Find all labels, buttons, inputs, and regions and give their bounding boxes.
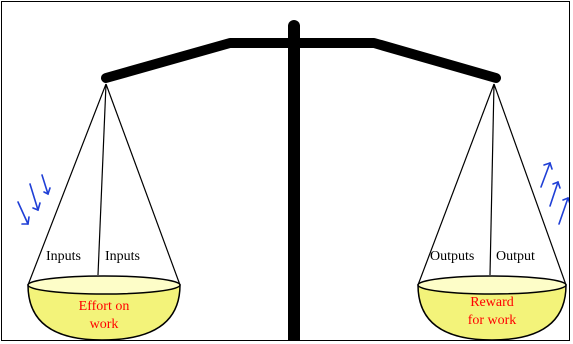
right-rope-label-1: Outputs — [430, 249, 475, 264]
left-ropes — [27, 83, 181, 286]
right-ropes — [417, 83, 567, 286]
scale-beam — [101, 38, 501, 83]
down-arrows-icon — [17, 174, 51, 225]
left-pan-text: Effort on work — [42, 298, 166, 334]
left-rope-label-2: Inputs — [105, 249, 140, 264]
up-arrows-icon — [540, 161, 569, 225]
left-pan-text-line2: work — [89, 317, 119, 332]
right-pan — [417, 275, 567, 340]
right-pan-text: Reward for work — [432, 294, 552, 330]
left-pan-text-line1: Effort on — [78, 299, 130, 314]
left-rope-label-1: Inputs — [46, 249, 81, 264]
balance-scale — [17, 20, 569, 340]
right-pan-text-line1: Reward — [470, 295, 514, 310]
right-rope-label-2: Output — [496, 249, 535, 264]
right-pan-text-line2: for work — [467, 313, 517, 328]
left-pan — [27, 275, 181, 340]
